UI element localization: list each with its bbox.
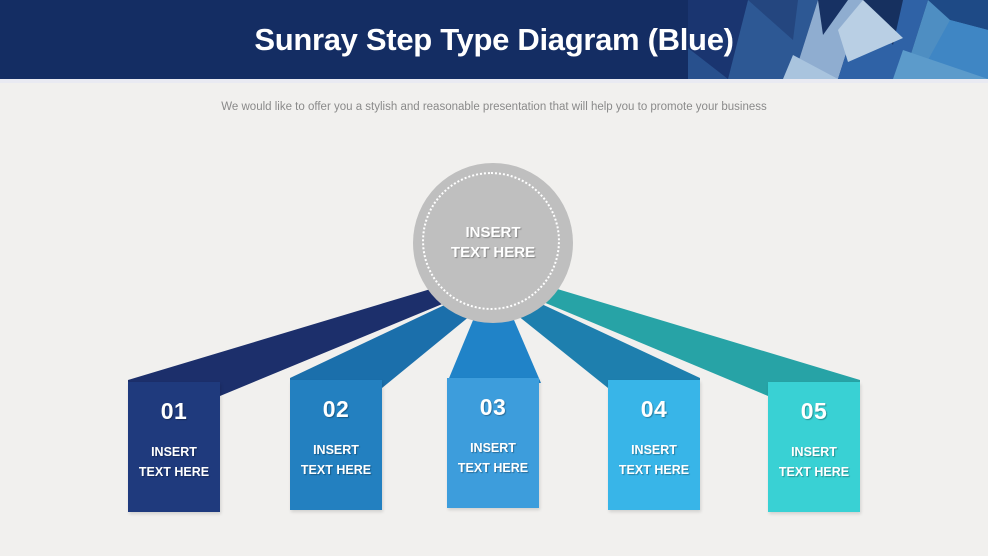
step-box-5-number: 05 [800, 398, 828, 424]
step-box-1-body [128, 382, 220, 512]
step-box-3-body [447, 378, 539, 508]
ray-2 [290, 300, 476, 388]
step-box-4[interactable]: 04 INSERT TEXT HERE [608, 380, 700, 510]
step-box-5-label: INSERT TEXT HERE [778, 445, 850, 479]
step-box-5-body [768, 382, 860, 512]
step-box-2-number: 02 [322, 396, 350, 422]
header-polygon-pattern [688, 0, 988, 79]
center-circle-dotted-ring [422, 172, 560, 310]
step-box-5[interactable]: 05 INSERT TEXT HERE [768, 382, 860, 512]
page-title: Sunray Step Type Diagram (Blue) [254, 22, 734, 57]
step-box-1-number: 01 [160, 398, 188, 424]
step-box-1[interactable]: 01 INSERT TEXT HERE [128, 382, 220, 512]
ray-5 [536, 288, 860, 396]
step-box-3-label: INSERT TEXT HERE [457, 441, 529, 475]
step-box-1-label: INSERT TEXT HERE [138, 445, 210, 479]
step-box-4-label: INSERT TEXT HERE [618, 443, 690, 477]
step-box-2-label: INSERT TEXT HERE [300, 443, 372, 477]
ray-3 [447, 313, 541, 383]
header-underline [0, 79, 988, 83]
step-box-4-number: 04 [640, 396, 668, 422]
header-bar: Sunray Step Type Diagram (Blue) [0, 0, 988, 79]
step-box-2[interactable]: 02 INSERT TEXT HERE [290, 380, 382, 510]
step-box-4-body [608, 380, 700, 510]
ray-1 [128, 288, 452, 396]
step-box-3-number: 03 [479, 394, 507, 420]
subtitle-text: We would like to offer you a stylish and… [221, 101, 767, 113]
center-circle[interactable]: INSERT TEXT HERE [413, 163, 573, 323]
step-box-3[interactable]: 03 INSERT TEXT HERE [447, 378, 539, 508]
ray-4 [512, 300, 700, 388]
center-circle-label: INSERT TEXT HERE [450, 224, 536, 261]
step-box-2-body [290, 380, 382, 510]
